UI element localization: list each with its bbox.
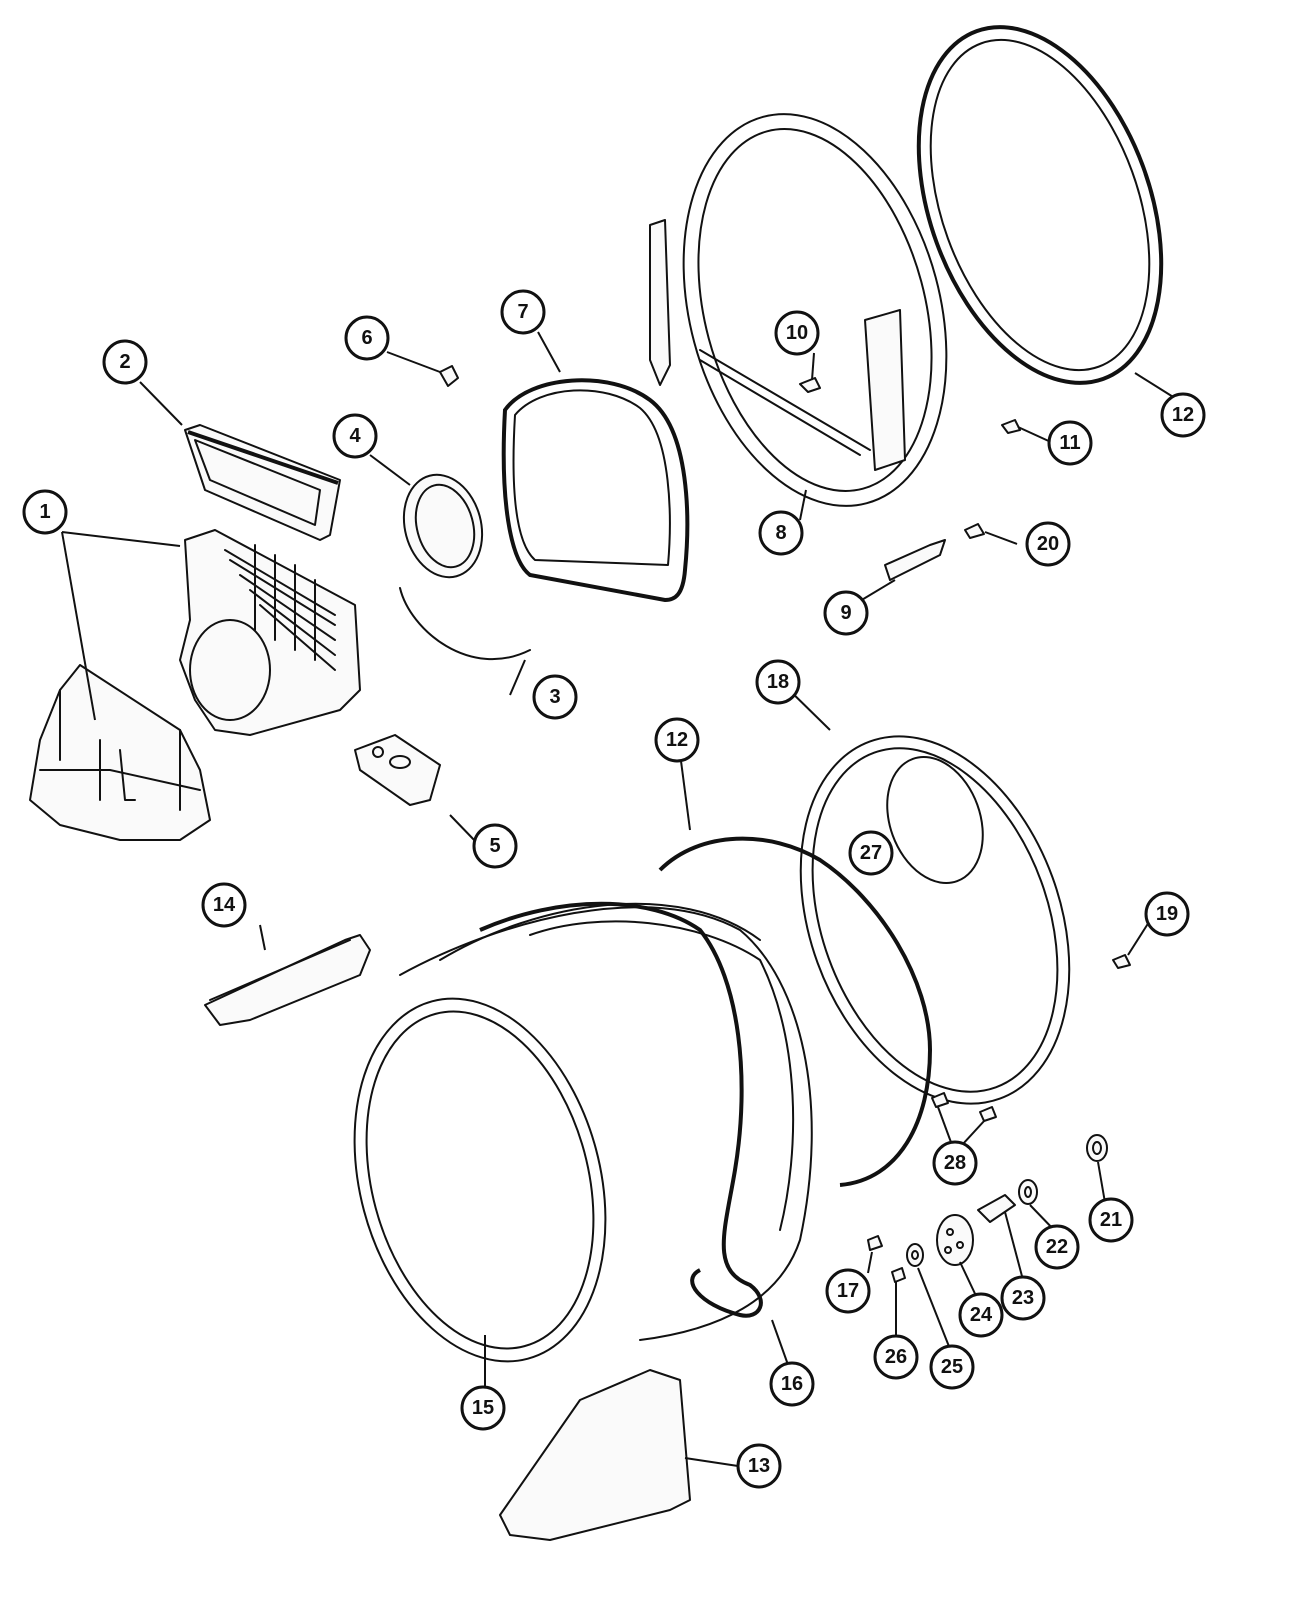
- svg-text:7: 7: [517, 301, 528, 323]
- callout-17: 17: [825, 1268, 871, 1314]
- part-28b-screw: [979, 1106, 997, 1122]
- callout-11: 11: [1047, 420, 1093, 466]
- callout-16: 16: [769, 1361, 815, 1407]
- svg-text:28: 28: [944, 1152, 966, 1174]
- callout-13: 13: [736, 1443, 782, 1489]
- part-10-screw: [799, 377, 821, 393]
- svg-text:16: 16: [781, 1373, 803, 1395]
- svg-text:21: 21: [1100, 1209, 1122, 1231]
- svg-text:8: 8: [775, 522, 786, 544]
- callout-9: 9: [823, 590, 869, 636]
- callout-5: 5: [472, 823, 518, 869]
- svg-text:23: 23: [1012, 1287, 1034, 1309]
- callout-7: 7: [500, 289, 546, 335]
- callout-23: 23: [1000, 1275, 1046, 1321]
- svg-text:12: 12: [1172, 404, 1194, 426]
- part-18-rear-bulkhead: [799, 735, 1071, 1105]
- svg-text:2: 2: [119, 351, 130, 373]
- callout-8: 8: [758, 510, 804, 556]
- part-23-shaft: [977, 1194, 1016, 1223]
- callout-2: 2: [102, 339, 148, 385]
- callout-10: 10: [774, 310, 820, 356]
- callout-19: 19: [1144, 891, 1190, 937]
- part-6-clip: [439, 365, 459, 387]
- part-22-washer: [1018, 1179, 1038, 1205]
- svg-text:1: 1: [39, 501, 50, 523]
- part-13-lower-cover: [499, 1369, 691, 1541]
- callout-21: 21: [1088, 1197, 1134, 1243]
- svg-text:3: 3: [549, 686, 560, 708]
- callout-18: 18: [755, 659, 801, 705]
- callout-15: 15: [460, 1385, 506, 1431]
- part-1-lower-duct: [29, 664, 211, 841]
- callout-24: 24: [958, 1292, 1004, 1338]
- part-25-washer: [906, 1243, 924, 1267]
- part-3-wire: [399, 587, 531, 661]
- svg-text:11: 11: [1059, 432, 1080, 454]
- callout-27: 27: [848, 830, 894, 876]
- part-20-screw: [964, 523, 985, 539]
- part-9-clip: [884, 539, 946, 581]
- svg-text:15: 15: [472, 1397, 494, 1419]
- part-4-seal: [402, 473, 484, 579]
- part-1-upper-duct: [179, 529, 361, 736]
- svg-text:5: 5: [489, 835, 500, 857]
- callout-12-top: 12: [1160, 392, 1206, 438]
- svg-text:26: 26: [885, 1346, 907, 1368]
- part-24-pulley: [936, 1214, 974, 1266]
- svg-text:12: 12: [666, 729, 688, 751]
- svg-text:6: 6: [361, 327, 372, 349]
- svg-text:10: 10: [786, 322, 808, 344]
- part-12-top-seal-ring: [916, 25, 1164, 385]
- part-5-bracket: [354, 734, 441, 806]
- callout-12-mid: 12: [654, 717, 700, 763]
- callout-26: 26: [873, 1334, 919, 1380]
- callout-28: 28: [932, 1140, 978, 1186]
- part-16-belt: [479, 901, 763, 1318]
- svg-text:18: 18: [767, 671, 789, 693]
- callout-22: 22: [1034, 1224, 1080, 1270]
- svg-text:24: 24: [970, 1304, 993, 1326]
- svg-text:22: 22: [1046, 1236, 1068, 1258]
- svg-text:17: 17: [837, 1280, 859, 1302]
- callout-1: 1: [22, 489, 68, 535]
- svg-text:4: 4: [349, 425, 361, 447]
- part-8-front-bulkhead: [649, 113, 948, 507]
- part-15-drum: [353, 902, 813, 1363]
- callout-6: 6: [344, 315, 390, 361]
- svg-text:13: 13: [748, 1455, 770, 1477]
- svg-text:14: 14: [213, 894, 236, 916]
- svg-text:27: 27: [860, 842, 882, 864]
- part-14-slide: [204, 934, 371, 1026]
- part-21-washer: [1086, 1134, 1108, 1162]
- part-2-filter-screen: [184, 424, 341, 541]
- svg-text:9: 9: [840, 602, 851, 624]
- callout-4: 4: [332, 413, 378, 459]
- callout-3: 3: [532, 674, 578, 720]
- part-11-screw: [1001, 419, 1021, 434]
- callout-14: 14: [201, 882, 247, 928]
- part-26-nut: [891, 1267, 906, 1283]
- svg-text:20: 20: [1037, 533, 1059, 555]
- callout-25: 25: [929, 1344, 975, 1390]
- svg-text:19: 19: [1156, 903, 1178, 925]
- callout-20: 20: [1025, 521, 1071, 567]
- part-28a-screw: [931, 1092, 949, 1108]
- part-17-screw: [867, 1235, 883, 1251]
- part-19-screw: [1112, 954, 1131, 969]
- part-12-drum-seal: [658, 836, 933, 1187]
- svg-text:25: 25: [941, 1356, 963, 1378]
- part-7-gasket: [501, 378, 690, 603]
